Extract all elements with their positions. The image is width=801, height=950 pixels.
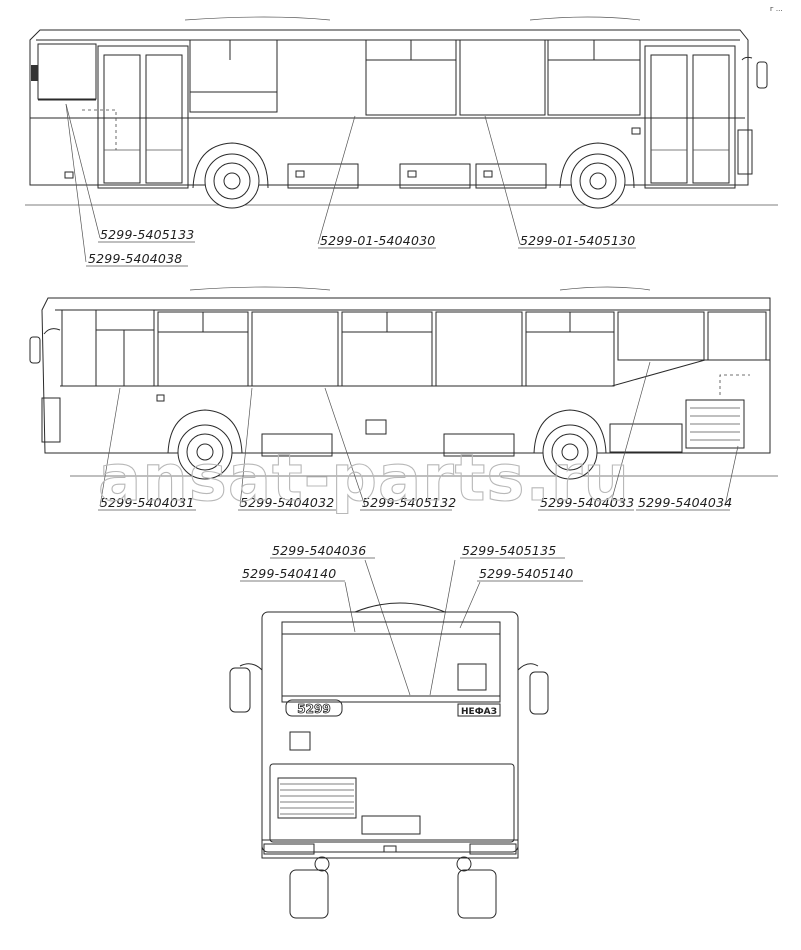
front-wheel xyxy=(177,424,233,480)
label-5299-01-5405130: 5299-01-5405130 xyxy=(520,233,635,248)
left-rear-wheel xyxy=(289,869,329,919)
side-window-6 xyxy=(617,311,705,361)
label-5299-5404032: 5299-5404032 xyxy=(240,495,334,510)
side-window-2 xyxy=(251,311,339,387)
left-mirror xyxy=(229,667,251,713)
bus-body-outline xyxy=(29,29,749,186)
label-5299-5404033: 5299-5404033 xyxy=(540,495,634,510)
side-window-1 xyxy=(189,39,278,113)
rear-door xyxy=(97,45,189,189)
model-badge: 5299 xyxy=(297,702,330,716)
front-door xyxy=(644,45,736,189)
license-plate xyxy=(361,815,421,835)
label-5299-5404038: 5299-5404038 xyxy=(88,251,182,266)
side-view-right: 5299-5405133 5299-5404038 5299-01-540403… xyxy=(25,16,778,267)
engine-grille xyxy=(277,777,357,819)
label-5299-5404036: 5299-5404036 xyxy=(272,543,366,558)
label-5299-5405140: 5299-5405140 xyxy=(479,566,573,581)
rear-side-window xyxy=(37,43,97,100)
watermark-text: ansat-parts.ru xyxy=(98,442,630,516)
rear-window xyxy=(281,633,501,697)
corner-mark: г ... xyxy=(770,5,783,13)
label-5299-5404031: 5299-5404031 xyxy=(100,495,194,510)
side-window-4 xyxy=(435,311,523,387)
label-5299-5405135: 5299-5405135 xyxy=(462,543,556,558)
engine-grille xyxy=(685,399,745,449)
side-mirror xyxy=(29,336,41,364)
label-5299-01-5404030: 5299-01-5404030 xyxy=(320,233,435,248)
label-5299-5405132: 5299-5405132 xyxy=(362,495,456,510)
right-rear-wheel xyxy=(457,869,497,919)
front-side-window xyxy=(61,309,155,387)
rear-view: 5299-5404036 5299-5404140 5299-5405135 5… xyxy=(229,543,583,919)
brand-badge: НЕФАЗ xyxy=(461,707,497,717)
rear-wheel xyxy=(204,153,260,209)
label-5299-5404034: 5299-5404034 xyxy=(638,495,732,510)
front-wheel xyxy=(570,153,626,209)
rear-wheel xyxy=(542,424,598,480)
side-window-3 xyxy=(459,39,546,116)
label-5299-5404140: 5299-5404140 xyxy=(242,566,336,581)
bus-body-outline xyxy=(41,297,771,454)
side-mirror xyxy=(756,61,768,89)
rear-side-window xyxy=(707,311,767,361)
right-mirror xyxy=(529,671,549,715)
label-5299-5405133: 5299-5405133 xyxy=(100,227,194,242)
side-view-left: 5299-5404031 5299-5404032 5299-5405132 5… xyxy=(29,286,778,511)
